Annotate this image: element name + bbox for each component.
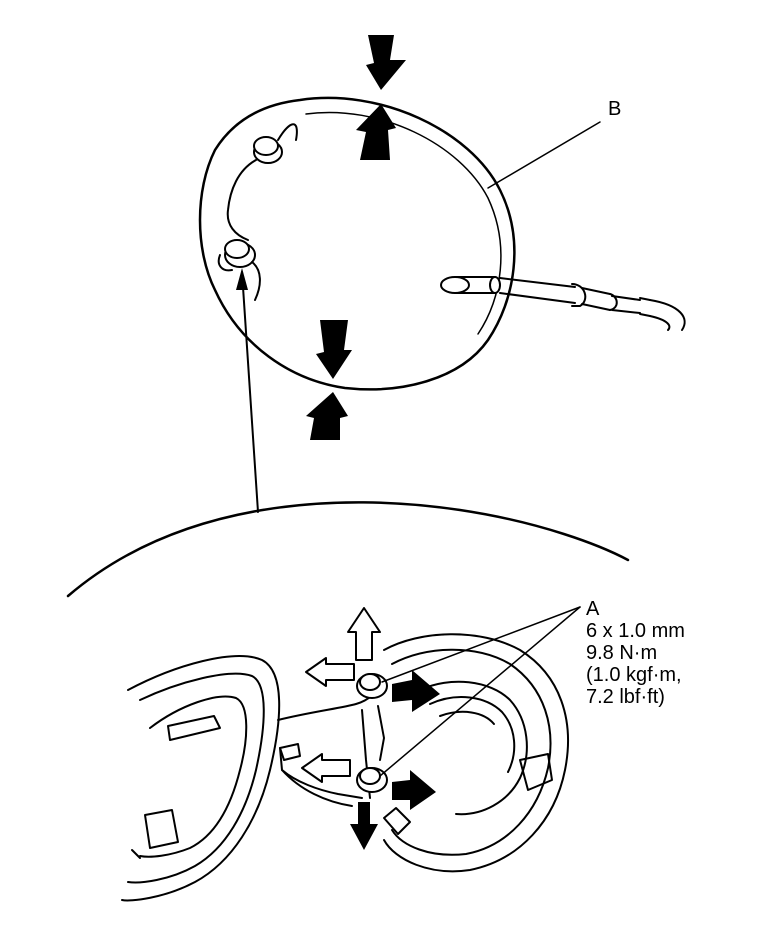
push-arrow-icon: [306, 392, 348, 440]
leader-line-a-upper: [381, 606, 581, 683]
callout-label-b: B: [608, 98, 622, 120]
direction-arrow-icon: [347, 607, 381, 661]
bolt-spec-block: 6 x 1.0 mm 9.8 N·m (1.0 kgf·m, 7.2 lbf·f…: [586, 620, 685, 708]
hinge-pins: [217, 123, 298, 301]
leader-arrowhead: [236, 268, 248, 290]
push-arrow-icon: [316, 320, 352, 379]
direction-arrow-icon: [305, 657, 355, 687]
callout-label-a: A: [586, 598, 600, 620]
torque-lbfft-text: 7.2 lbf·ft): [586, 686, 665, 708]
push-arrow-icon: [392, 770, 436, 810]
torque-nm-text: 9.8 N·m: [586, 642, 658, 664]
push-arrow-icon: [392, 670, 440, 712]
latch-rod: [440, 276, 686, 331]
direction-arrow-icon: [301, 753, 351, 783]
mounting-bolts: [356, 673, 388, 793]
leader-line-b: [487, 121, 601, 189]
leader-line-a-lower: [379, 606, 581, 777]
fuel-filler-housing: [383, 633, 569, 873]
push-arrow-icon: [350, 802, 378, 850]
leader-line-hinge: [241, 271, 259, 513]
open-fuel-lid: [121, 655, 281, 902]
torque-kgfm-text: (1.0 kgf·m,: [586, 664, 682, 686]
push-arrow-icon: [366, 35, 406, 90]
push-arrow-icon: [356, 104, 396, 160]
body-panel-curve: [66, 501, 630, 598]
bolt-size-text: 6 x 1.0 mm: [586, 620, 685, 642]
